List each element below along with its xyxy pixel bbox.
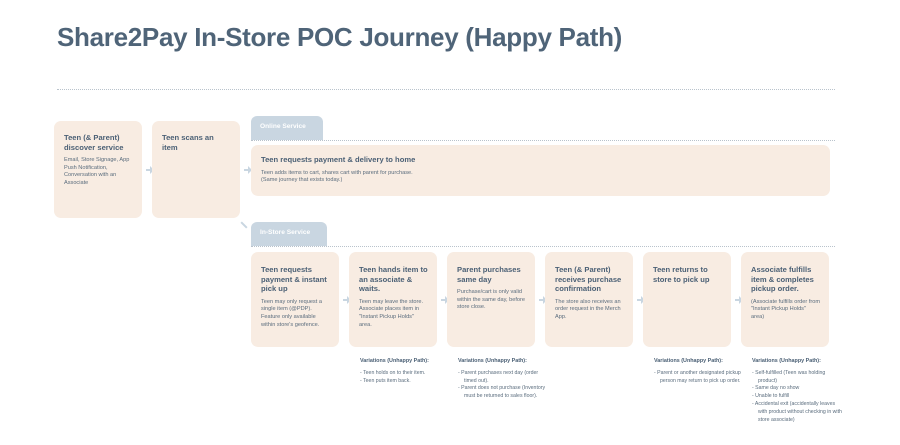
step-title: Parent purchases same day (457, 265, 521, 284)
step-scan-card: Teen scans an item (152, 121, 240, 218)
step-discover-card: Teen (& Parent) discover service Email, … (54, 121, 142, 218)
variation-item: Teen holds on to their item. (360, 370, 450, 378)
online-body-note: (Same journey that exists today.) (261, 177, 343, 184)
instore-step-card: Teen (& Parent) receives purchase confir… (545, 252, 633, 347)
variation-item: Same day no show (752, 385, 842, 393)
instore-step-card: Associate fulfills item & completes pick… (741, 252, 829, 347)
variations-title: Variations (Unhappy Path): (458, 358, 527, 364)
online-card: Teen requests payment & delivery to home… (251, 145, 830, 196)
online-body: Teen adds items to cart, shares cart wit… (261, 169, 413, 176)
step-title: Teen (& Parent) receives purchase confir… (555, 265, 622, 294)
instore-step-card: Teen requests payment & instant pick up T… (251, 252, 339, 347)
variations-title: Variations (Unhappy Path): (360, 358, 429, 364)
variation-item: Teen puts item back. (360, 378, 450, 386)
step-body: Purchase/cart is only valid within the s… (457, 289, 525, 311)
variation-item: Unable to fulfill (752, 393, 842, 401)
step-title: Teen returns to store to pick up (653, 265, 710, 284)
variation-item: Accidental exit (accidentally leaves wit… (752, 401, 842, 424)
variations-list: Variations (Unhappy Path): Parent or anot… (654, 358, 744, 385)
variations-title: Variations (Unhappy Path): (654, 358, 723, 364)
variation-item: Parent purchases next day (order timed o… (458, 370, 548, 386)
instore-step-card: Teen returns to store to pick up (643, 252, 731, 347)
variations-list: Variations (Unhappy Path): Teen holds on … (360, 358, 450, 385)
step-title: Associate fulfills item & completes pick… (751, 265, 814, 294)
tab-instore-service: In-Store Service (251, 222, 327, 246)
step-title: Teen requests payment & instant pick up (261, 265, 327, 294)
step-body: Teen may leave the store. Associate plac… (359, 298, 424, 328)
step-body: Teen may only request a single item (@PD… (261, 298, 322, 328)
online-title: Teen requests payment & delivery to home (261, 155, 416, 164)
variations-title: Variations (Unhappy Path): (752, 358, 821, 364)
divider (251, 246, 835, 247)
arrow-down-right-icon (240, 221, 248, 229)
variation-item: Parent or another designated pickup pers… (654, 370, 744, 386)
step-body: Email, Store Signage, App Push Notificat… (64, 157, 130, 186)
step-body: The store also receives an order request… (555, 298, 621, 320)
arrow-right-icon (244, 166, 252, 174)
instore-step-card: Teen hands item to an associate & waits.… (349, 252, 437, 347)
step-title: Teen hands item to an associate & waits. (359, 265, 428, 294)
variations-list: Variations (Unhappy Path): Self-fulfilled… (752, 358, 842, 424)
divider (251, 140, 835, 141)
variation-item: Parent does not purchase (Inventory must… (458, 385, 548, 401)
divider (57, 89, 835, 90)
variation-item: Self-fulfilled (Teen was holding product… (752, 370, 842, 386)
step-title: Teen (& Parent) discover service (64, 133, 124, 152)
page-title: Share2Pay In-Store POC Journey (Happy Pa… (57, 22, 623, 52)
variations-list: Variations (Unhappy Path): Parent purchas… (458, 358, 548, 401)
step-body: (Associate fulfills order from "Instant … (751, 298, 821, 320)
tab-online-service: Online Service (251, 116, 323, 140)
step-title: Teen scans an item (162, 133, 214, 152)
